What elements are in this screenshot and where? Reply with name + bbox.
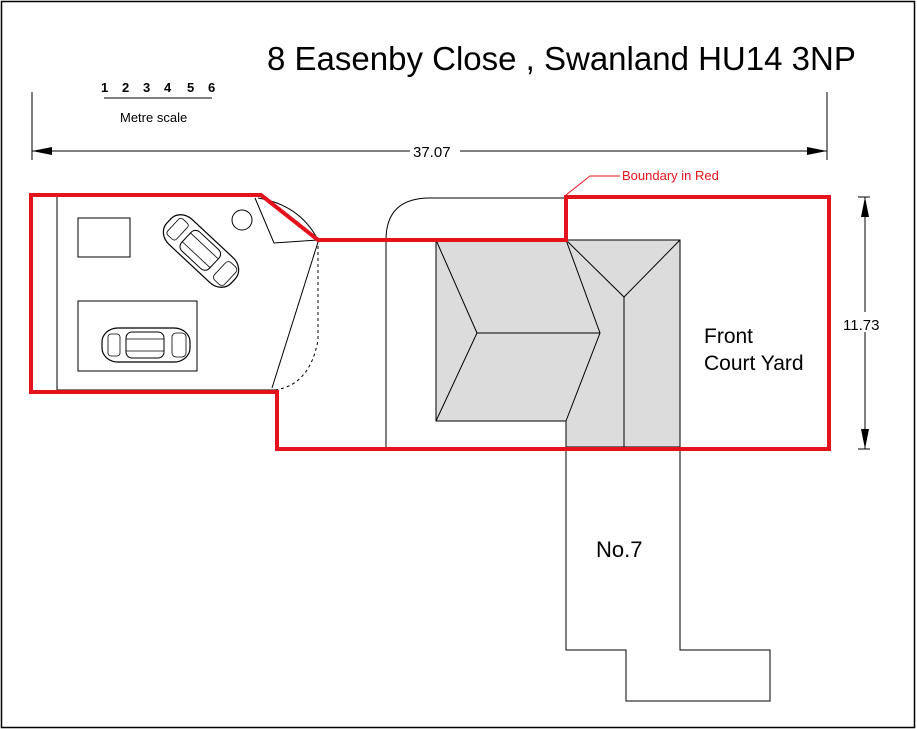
store-room bbox=[77, 217, 131, 258]
arrow-right-icon bbox=[807, 147, 827, 155]
neighbour-plot-no7 bbox=[565, 449, 771, 702]
depth-dimension: 11.73 bbox=[840, 196, 888, 450]
metre-scale: 1 2 3 4 5 6 Metre scale bbox=[101, 80, 215, 125]
tree-icon bbox=[231, 209, 253, 231]
front-court-yard-label-line2: Court Yard bbox=[704, 352, 804, 375]
house-roof bbox=[435, 239, 681, 448]
boundary-label: Boundary in Red bbox=[622, 168, 719, 183]
arrow-left-icon bbox=[32, 147, 52, 155]
scale-number-5: 5 bbox=[187, 80, 194, 95]
depth-dimension-value: 11.73 bbox=[843, 317, 879, 334]
neighbour-label: No.7 bbox=[596, 537, 642, 562]
front-court-yard-label: Front bbox=[704, 325, 753, 348]
scale-number-3: 3 bbox=[143, 80, 150, 95]
scale-number-6: 6 bbox=[208, 80, 215, 95]
property-boundary bbox=[29, 193, 831, 451]
car-icon bbox=[101, 327, 191, 363]
plan-title: 8 Easenby Close , Swanland HU14 3NP bbox=[267, 40, 856, 77]
width-dimension: 37.07 bbox=[31, 92, 828, 161]
boundary-leader-line bbox=[565, 175, 620, 196]
arrow-up-icon bbox=[861, 197, 869, 217]
width-dimension-value: 37.07 bbox=[413, 144, 451, 161]
scale-number-1: 1 bbox=[101, 80, 108, 95]
scale-label: Metre scale bbox=[120, 110, 187, 125]
car-icon bbox=[162, 214, 240, 288]
scale-number-4: 4 bbox=[164, 80, 172, 95]
scale-number-2: 2 bbox=[122, 80, 129, 95]
parking-bay bbox=[77, 300, 198, 372]
arrow-down-icon bbox=[861, 429, 869, 449]
